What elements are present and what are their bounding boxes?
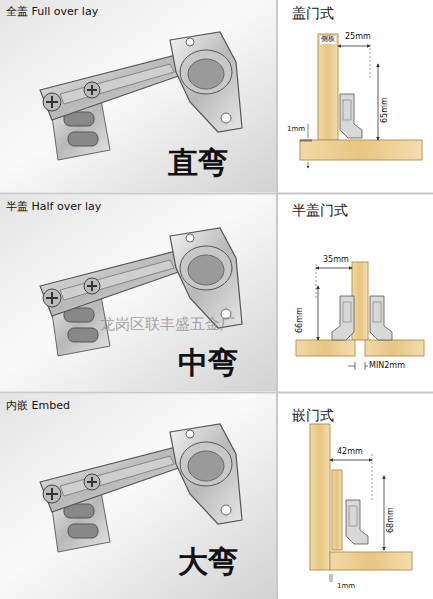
hinge-type: 半盖 Half over lay: [6, 201, 101, 213]
mount-style: 半盖门式: [292, 203, 348, 218]
hinge-type: 内嵌 Embed: [6, 400, 70, 412]
dimension: 68mm: [387, 506, 396, 534]
dimension: 65mm: [381, 96, 390, 124]
dimension: MIN2mm: [368, 362, 406, 371]
mount-style: 盖门式: [292, 6, 334, 21]
dimension: 42mm: [336, 448, 364, 457]
dimension: 25mm: [344, 33, 372, 42]
dimension: 1mm: [286, 126, 306, 134]
dimension: 1mm: [336, 583, 356, 591]
bend-name: 大弯: [178, 545, 238, 578]
dimension: 66mm: [296, 306, 305, 334]
bend-name: 直弯: [168, 146, 228, 179]
watermark: 龙岗区联丰盛五金厂: [100, 316, 235, 333]
mount-style: 嵌门式: [292, 408, 334, 423]
dimension: 35mm: [322, 256, 350, 265]
hinge-type: 全盖 Full over lay: [6, 6, 98, 18]
bend-name: 中弯: [178, 346, 238, 379]
part-name: 侧板: [320, 36, 336, 44]
